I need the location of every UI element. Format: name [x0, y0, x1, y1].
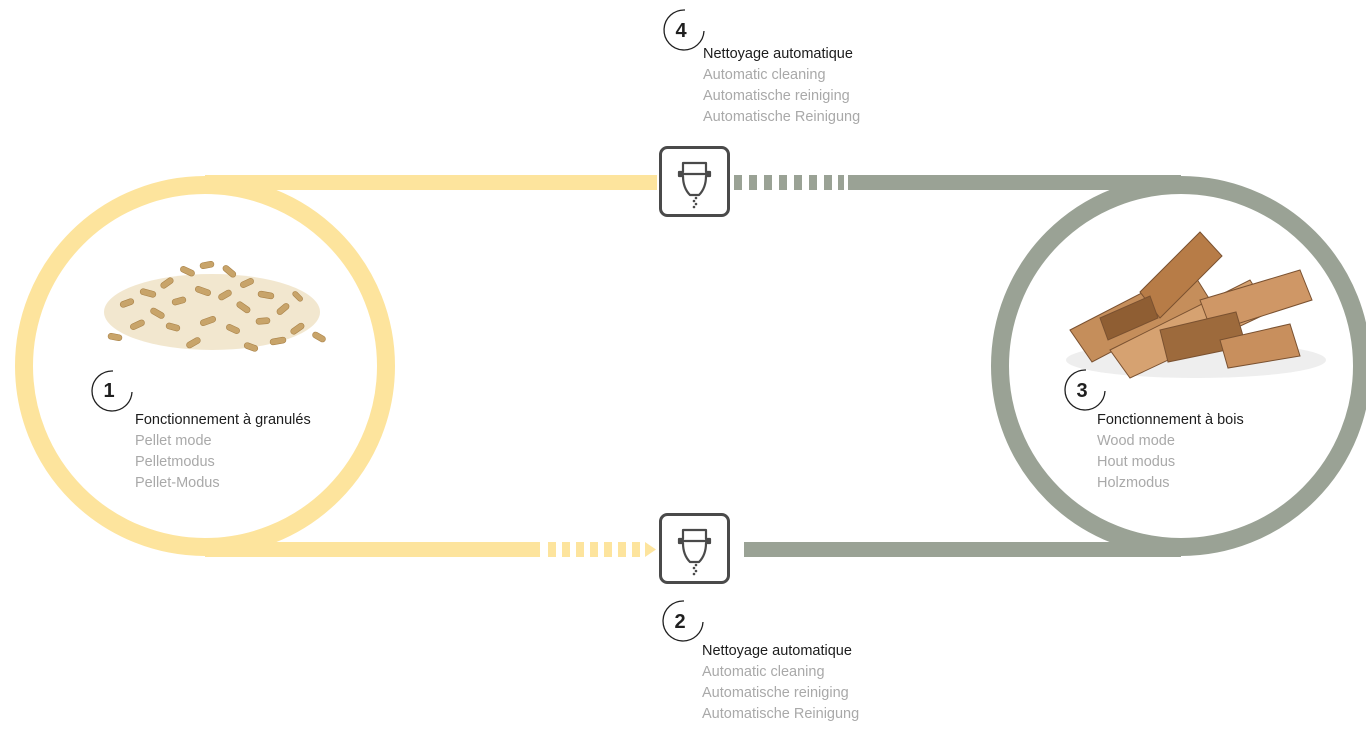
wood-top-track [848, 175, 1181, 190]
step-3-number: 3 [1076, 380, 1088, 402]
step-2-number: 2 [674, 611, 686, 633]
step-3-line-nl: Hout modus [1097, 454, 1176, 470]
step-2-line-en: Automatic cleaning [702, 664, 825, 680]
step-3-line-de: Holzmodus [1097, 475, 1170, 491]
wood-loop [734, 175, 1366, 557]
pellets-image [104, 261, 326, 352]
pellet-loop [15, 175, 657, 557]
step-4-line-de: Automatische Reinigung [703, 109, 861, 125]
cleaning-icon-top [659, 146, 730, 222]
burn-pot-cleaning-icon [659, 146, 730, 217]
wood-dashed-arrow [734, 175, 844, 190]
step-1-labels: Fonctionnement à granulés Pellet mode Pe… [135, 410, 311, 494]
pellet-bottom-track [205, 542, 540, 557]
step-3-title: Fonctionnement à bois [1097, 412, 1244, 428]
step-2-labels: Nettoyage automatique Automatic cleaning… [702, 641, 859, 725]
burn-pot-cleaning-icon [659, 513, 730, 584]
pellet-dashed-arrow [548, 542, 656, 557]
step-3-arc [1064, 369, 1106, 411]
step-1-title: Fonctionnement à granulés [135, 412, 311, 428]
firewood-image [1066, 231, 1326, 379]
step-4-title: Nettoyage automatique [703, 46, 853, 62]
step-3-line-en: Wood mode [1097, 433, 1175, 449]
step-1-line-de: Pellet-Modus [135, 475, 220, 491]
step-4-labels: Nettoyage automatique Automatic cleaning… [703, 44, 860, 128]
step-2-arc [662, 600, 704, 642]
step-4-arc [663, 9, 705, 51]
step-4-line-en: Automatic cleaning [703, 67, 826, 83]
cleaning-icon-bottom [659, 513, 730, 589]
step-3-labels: Fonctionnement à bois Wood mode Hout mod… [1097, 410, 1244, 494]
step-2-line-nl: Automatische reiniging [702, 685, 849, 701]
step-1-line-en: Pellet mode [135, 433, 212, 449]
wood-bottom-track [744, 542, 1181, 557]
step-2-title: Nettoyage automatique [702, 643, 852, 659]
step-2-line-de: Automatische Reinigung [702, 706, 860, 722]
step-1-line-nl: Pelletmodus [135, 454, 215, 470]
step-4-line-nl: Automatische reiniging [703, 88, 850, 104]
step-4-number: 4 [675, 20, 687, 42]
step-1-arc [91, 370, 133, 412]
pellet-top-track [205, 175, 657, 190]
step-1-number: 1 [103, 380, 115, 402]
